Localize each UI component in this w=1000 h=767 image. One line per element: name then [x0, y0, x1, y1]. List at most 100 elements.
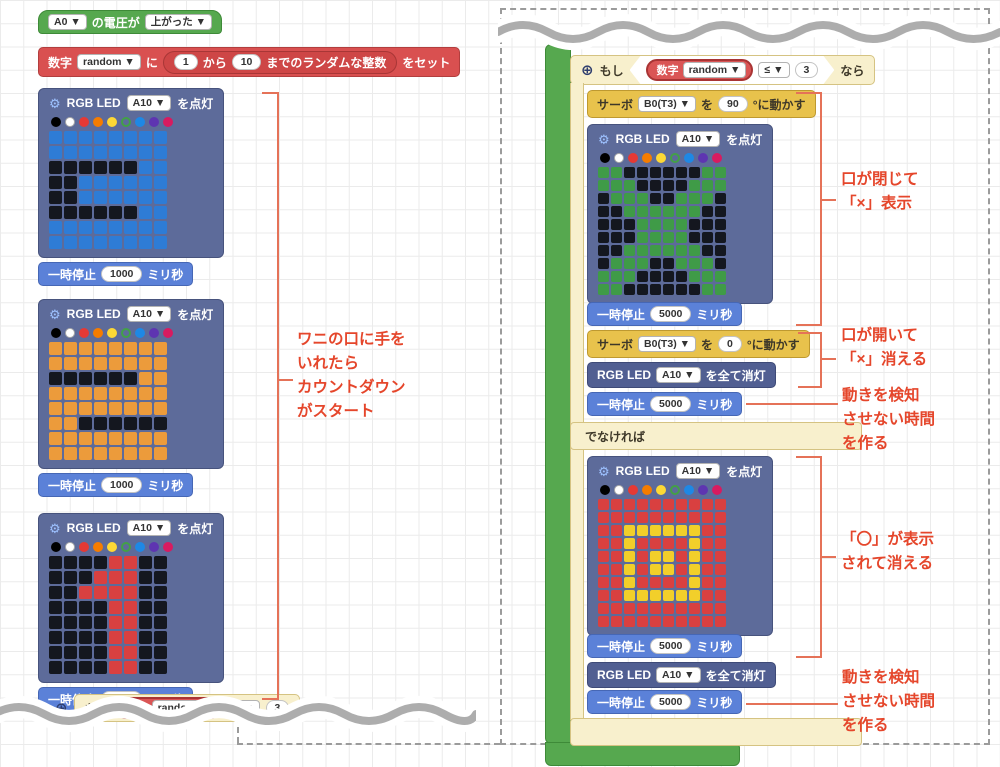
led-cell[interactable] — [109, 571, 122, 584]
led-cell[interactable] — [109, 447, 122, 460]
led-cell[interactable] — [611, 577, 622, 588]
led-cell[interactable] — [637, 512, 648, 523]
led-cell[interactable] — [94, 342, 107, 355]
led-cell[interactable] — [624, 193, 635, 204]
led-cell[interactable] — [650, 167, 661, 178]
led-cell[interactable] — [689, 616, 700, 627]
palette-dot[interactable] — [600, 152, 610, 163]
led-cell[interactable] — [611, 512, 622, 523]
led-cell[interactable] — [650, 180, 661, 191]
led-cell[interactable] — [49, 206, 62, 219]
led-cell[interactable] — [49, 631, 62, 644]
pause-duration-input[interactable]: 5000 — [650, 637, 692, 655]
led-cell[interactable] — [154, 176, 167, 189]
palette-dot[interactable] — [51, 116, 61, 127]
led-cell[interactable] — [663, 167, 674, 178]
led-cell[interactable] — [611, 206, 622, 217]
led-cell[interactable] — [124, 556, 137, 569]
led-cell[interactable] — [79, 447, 92, 460]
led-cell[interactable] — [598, 525, 609, 536]
led-cell[interactable] — [94, 146, 107, 159]
led-cell[interactable] — [598, 564, 609, 575]
led-cell[interactable] — [650, 577, 661, 588]
led-cell[interactable] — [637, 551, 648, 562]
led-cell[interactable] — [702, 193, 713, 204]
led-cell[interactable] — [49, 571, 62, 584]
led-cell[interactable] — [124, 131, 137, 144]
servo-port-dropdown[interactable]: B0(T3) ▼ — [638, 95, 696, 113]
led-cell[interactable] — [598, 180, 609, 191]
led-cell[interactable] — [109, 176, 122, 189]
random-min-input[interactable]: 1 — [173, 53, 198, 71]
led-cell[interactable] — [611, 564, 622, 575]
servo-angle-input[interactable]: 0 — [718, 335, 742, 353]
led-cell[interactable] — [94, 661, 107, 674]
led-cell[interactable] — [109, 146, 122, 159]
led-cell[interactable] — [124, 586, 137, 599]
led-cell[interactable] — [611, 616, 622, 627]
led-cell[interactable] — [702, 167, 713, 178]
led-cell[interactable] — [109, 221, 122, 234]
led-cell[interactable] — [624, 564, 635, 575]
led-cell[interactable] — [676, 603, 687, 614]
gear-icon[interactable]: ⚙ — [598, 131, 610, 147]
palette-dot[interactable] — [628, 484, 638, 495]
led-cell[interactable] — [64, 176, 77, 189]
palette-dot[interactable] — [600, 484, 610, 495]
edge-dropdown[interactable]: 上がった ▼ — [144, 13, 213, 31]
led-cell[interactable] — [650, 525, 661, 536]
led-cell[interactable] — [79, 221, 92, 234]
led-cell[interactable] — [124, 616, 137, 629]
gear-icon[interactable]: ⚙ — [49, 306, 61, 322]
led-port-dropdown[interactable]: A10 ▼ — [675, 462, 721, 480]
palette-dot[interactable] — [149, 541, 159, 552]
led-cell[interactable] — [663, 232, 674, 243]
led-cell[interactable] — [139, 206, 152, 219]
palette-dot[interactable] — [670, 484, 680, 495]
led-cell[interactable] — [139, 387, 152, 400]
led-cell[interactable] — [637, 232, 648, 243]
led-cell[interactable] — [94, 387, 107, 400]
led-cell[interactable] — [650, 499, 661, 510]
led-cell[interactable] — [715, 167, 726, 178]
led-cell[interactable] — [624, 577, 635, 588]
led-cell[interactable] — [79, 646, 92, 659]
led-cell[interactable] — [611, 525, 622, 536]
palette-dot[interactable] — [656, 152, 666, 163]
palette-dot[interactable] — [107, 541, 117, 552]
led-cell[interactable] — [650, 258, 661, 269]
led-cell[interactable] — [702, 180, 713, 191]
led-cell[interactable] — [154, 221, 167, 234]
led-cell[interactable] — [154, 646, 167, 659]
led-cell[interactable] — [637, 193, 648, 204]
led-cell[interactable] — [715, 245, 726, 256]
led-cell[interactable] — [154, 131, 167, 144]
led-cell[interactable] — [139, 601, 152, 614]
palette-dot[interactable] — [712, 152, 722, 163]
led-cell[interactable] — [79, 372, 92, 385]
led-cell[interactable] — [637, 538, 648, 549]
led-cell[interactable] — [624, 603, 635, 614]
led-cell[interactable] — [79, 176, 92, 189]
led-cell[interactable] — [702, 512, 713, 523]
led-cell[interactable] — [64, 387, 77, 400]
led-cell[interactable] — [139, 586, 152, 599]
led-cell[interactable] — [64, 432, 77, 445]
led-cell[interactable] — [49, 161, 62, 174]
led-cell[interactable] — [124, 372, 137, 385]
variable-dropdown[interactable]: random ▼ — [77, 53, 141, 71]
palette-dot[interactable] — [65, 116, 75, 127]
led-cell[interactable] — [689, 258, 700, 269]
led-cell[interactable] — [94, 571, 107, 584]
led-cell[interactable] — [139, 631, 152, 644]
led-cell[interactable] — [689, 603, 700, 614]
led-cell[interactable] — [124, 206, 137, 219]
pause-block[interactable]: 一時停止 1000 ミリ秒 — [38, 262, 194, 286]
led-cell[interactable] — [715, 271, 726, 282]
led-cell[interactable] — [624, 206, 635, 217]
collapse-icon[interactable]: ⊕ — [55, 699, 68, 717]
led-cell[interactable] — [715, 180, 726, 191]
led-cell[interactable] — [154, 586, 167, 599]
led-cell[interactable] — [139, 432, 152, 445]
pause-duration-input[interactable]: 1000 — [101, 265, 143, 283]
